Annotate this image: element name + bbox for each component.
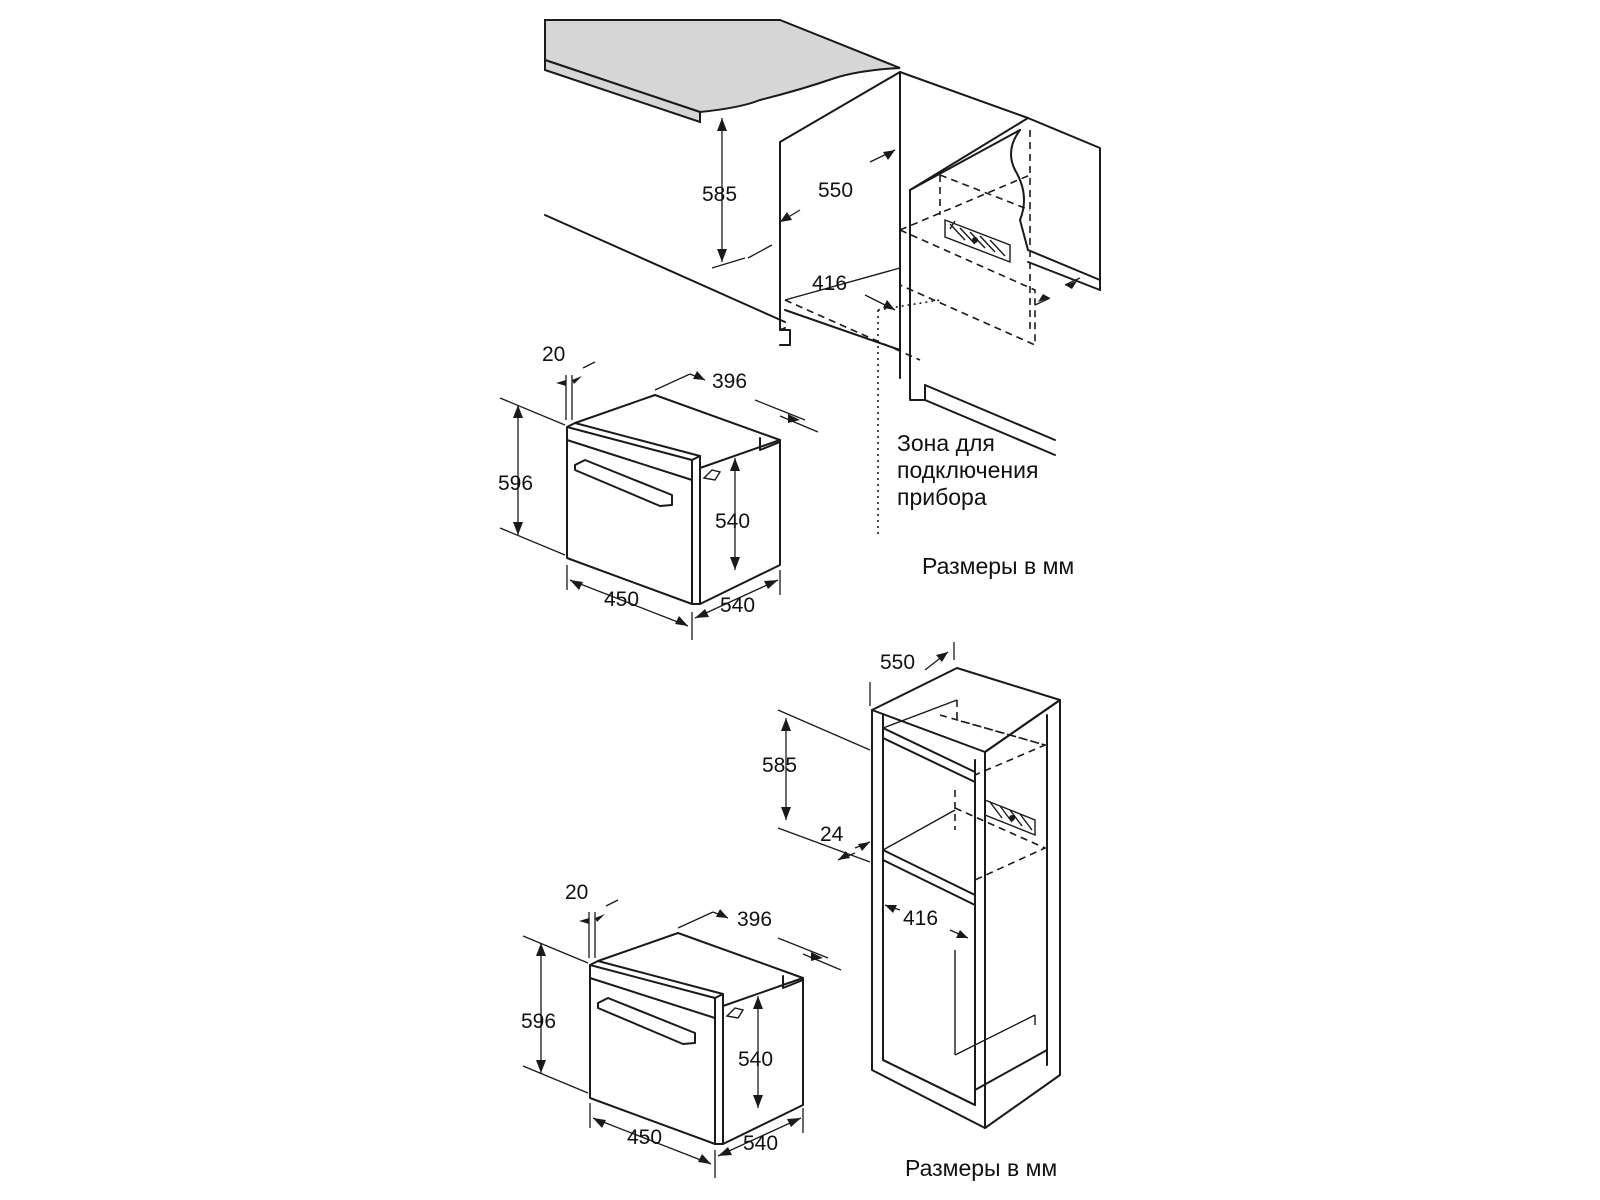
dimension-585-top: 585 <box>702 118 746 269</box>
svg-text:396: 396 <box>737 908 772 931</box>
connection-box <box>944 218 1011 264</box>
tall-cabinet-installation: 550 585 24 416 Размеры в мм <box>762 642 1061 1181</box>
svg-text:416: 416 <box>903 907 938 930</box>
dimension-596-oven-top: 596 <box>498 397 566 556</box>
oven-bottom: 20 396 596 540 450 <box>521 881 842 1178</box>
oven-top: 20 396 596 540 450 <box>498 343 819 640</box>
svg-text:540: 540 <box>720 594 755 617</box>
dimension-596-oven-bottom: 596 <box>521 935 589 1094</box>
dimension-540h-oven-bottom: 540 <box>738 996 773 1108</box>
connection-box-bottom <box>984 798 1036 837</box>
dimension-550-top: 550 <box>747 149 896 259</box>
oven-top-body <box>566 426 693 605</box>
svg-text:416: 416 <box>812 272 847 295</box>
svg-text:585: 585 <box>702 183 737 206</box>
connection-zone-label-2: подключения <box>897 457 1038 483</box>
oven-bottom-body <box>589 964 716 1145</box>
svg-text:20: 20 <box>542 343 565 366</box>
dimension-540d-oven-top: 540 <box>694 570 781 619</box>
svg-text:585: 585 <box>762 754 797 777</box>
countertop <box>544 19 901 114</box>
connection-zone-label-3: прибора <box>897 484 987 510</box>
oven-bottom-handle <box>597 997 696 1045</box>
dimension-20-oven-top: 20 <box>542 343 596 420</box>
svg-text:550: 550 <box>880 651 915 674</box>
svg-text:20: 20 <box>565 881 588 904</box>
dimension-540h-oven-top: 540 <box>715 458 750 570</box>
svg-text:540: 540 <box>743 1132 778 1155</box>
undercounter-installation: 585 550 416 Зона для подключения прибора… <box>544 19 1101 579</box>
dimension-585-bottom: 585 <box>762 709 871 863</box>
svg-text:596: 596 <box>521 1010 556 1033</box>
svg-text:396: 396 <box>712 370 747 393</box>
dimension-20-oven-bottom: 20 <box>565 881 619 958</box>
dimension-396-oven-bottom: 396 <box>677 908 842 971</box>
dimension-24-bottom: 24 <box>820 823 871 861</box>
dimension-540d-oven-bottom: 540 <box>717 1108 804 1157</box>
units-note-top: Размеры в мм <box>922 553 1074 579</box>
dimension-416-top: 416 <box>812 272 896 311</box>
connection-zone-label-1: Зона для <box>897 430 995 456</box>
dimension-450-oven-bottom: 450 <box>589 1103 716 1178</box>
dimension-450-oven-top: 450 <box>566 565 693 640</box>
dimension-416-bottom: 416 <box>884 904 969 939</box>
units-note-bottom: Размеры в мм <box>905 1155 1057 1181</box>
dimension-396-oven-top: 396 <box>654 370 819 433</box>
svg-text:540: 540 <box>738 1048 773 1071</box>
svg-text:540: 540 <box>715 510 750 533</box>
svg-text:550: 550 <box>818 179 853 202</box>
svg-text:450: 450 <box>604 588 639 611</box>
oven-top-handle <box>574 459 673 507</box>
dimension-550-bottom: 550 <box>869 642 955 706</box>
svg-text:450: 450 <box>627 1126 662 1149</box>
cabinet-right-side <box>909 189 926 401</box>
svg-text:24: 24 <box>820 823 844 846</box>
svg-text:596: 596 <box>498 472 533 495</box>
cabinet-left-side <box>779 71 901 379</box>
